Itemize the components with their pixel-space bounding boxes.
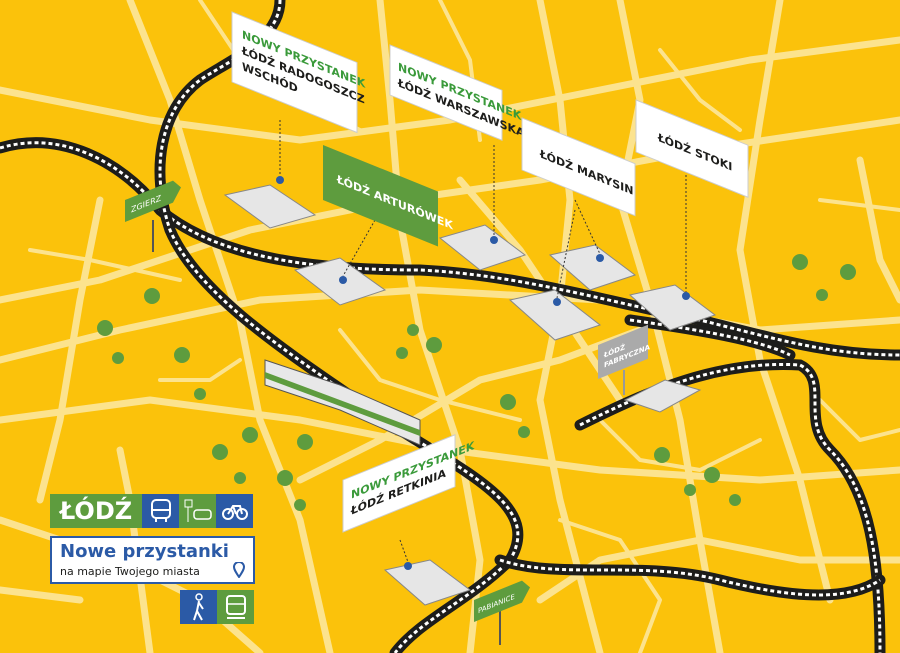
sign-stop-warszawska: NOWY PRZYSTANEK ŁÓDŹ WARSZAWSKA — [389, 44, 525, 141]
parking-car-icon — [179, 494, 216, 528]
legend: ŁÓDŹ Nowe przystanki na mapie Twojego mi… — [50, 494, 255, 624]
city-name: ŁÓDŹ — [50, 494, 142, 528]
pedestrian-icon — [180, 590, 217, 624]
direction-sign-zgierz: ZGIERZ — [125, 180, 181, 252]
location-pins — [276, 176, 690, 570]
location-pin-icon — [232, 561, 246, 581]
map-subtitle: na mapie Twojego miasta — [60, 565, 200, 578]
bus-icon — [142, 494, 179, 528]
sign-stop-stoki: ŁÓDŹ STOKI — [635, 99, 749, 198]
trees — [97, 254, 856, 511]
guide-lines — [279, 120, 687, 563]
bicycle-icon — [216, 494, 253, 528]
legend-title-box: Nowe przystanki na mapie Twojego miasta — [50, 536, 255, 584]
sign-stop-arturowek: ŁÓDŹ ARTURÓWEK — [323, 145, 454, 247]
sign-stop-radogoszcz: NOWY PRZYSTANEK ŁÓDŹ RADOGOSZCZ WSCHÓD — [231, 11, 366, 134]
train — [264, 359, 421, 446]
train-icon — [217, 590, 254, 624]
map-title: Nowe przystanki — [60, 541, 229, 562]
sign-stop-marysin: ŁÓDŹ MARYSIN — [521, 117, 636, 217]
sign-station-fabryczna: ŁÓDŹ FABRYCZNA — [598, 324, 650, 395]
